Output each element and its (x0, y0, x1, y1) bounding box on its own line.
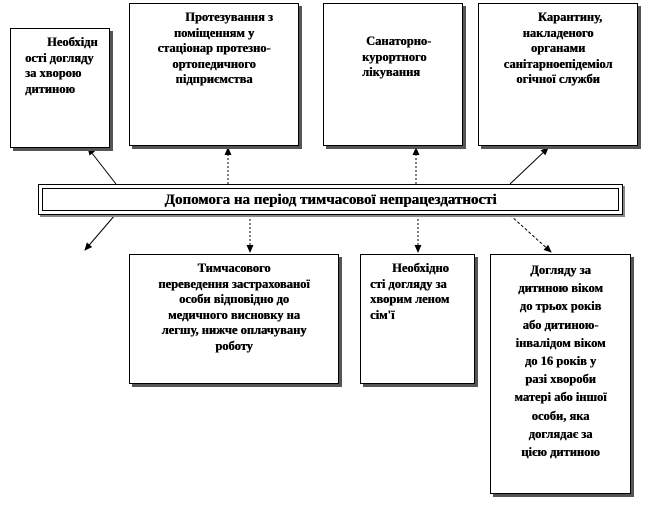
box-line: курортного (362, 49, 427, 64)
box-line: Необхідно (392, 261, 449, 275)
box-line: поміщенням у (173, 25, 255, 40)
box-line: Карантину, (537, 10, 603, 24)
box-line: огічної служби (516, 72, 600, 86)
box-line: інвалідом віком (515, 335, 606, 350)
arrow-to-child-care (87, 147, 117, 185)
box-line: лікування (362, 65, 420, 79)
box-line: разі хвороби (525, 372, 596, 387)
box-sanatorium: Санаторно- курортного лікування (323, 3, 463, 146)
box-line: легшу, нижче оплачувану (161, 323, 307, 337)
box-line: хворим леном (370, 292, 450, 306)
box-line: роботу (215, 338, 253, 353)
box-line: особи відповідно до (178, 292, 289, 306)
arrow-to-left-empty (84, 214, 116, 251)
box-line: за хворою (25, 66, 82, 80)
box-line: дитиною (25, 81, 75, 96)
box-child-care: Необхідн ості догляду за хворою дитиною (10, 28, 110, 148)
box-line: Тимчасового (197, 261, 271, 275)
box-line: особи, яка (531, 408, 590, 423)
box-line: Санаторно- (366, 34, 432, 48)
box-line: підприємства (175, 72, 253, 86)
box-line: Протезування з (185, 10, 273, 24)
box-line: органами (530, 41, 586, 55)
box-line: санітарноепідеміол (503, 56, 613, 71)
central-title: Допомога на період тимчасової непрацезда… (42, 188, 619, 211)
box-transfer: Тимчасового переведення застрахованої ос… (129, 254, 339, 384)
box-line: матері або іншої (514, 390, 607, 405)
box-line: сті догляду за (370, 276, 447, 291)
box-family-care: Необхідно сті догляду за хворим леном сі… (360, 254, 475, 384)
arrow-to-quarantine (509, 147, 549, 185)
box-line: Догляду за (530, 263, 591, 277)
central-box: Допомога на період тимчасової непрацезда… (38, 184, 623, 215)
box-line: ортопедичного (172, 56, 256, 71)
box-line: цією дитиною (521, 445, 600, 460)
box-line: або дитиною- (522, 317, 599, 332)
box-line: стаціонар протезно- (157, 41, 271, 55)
box-child-under-3: Догляду за дитиною віком до трьох років … (490, 254, 631, 494)
box-line: Необхідн (47, 35, 98, 49)
box-prosthetics: Протезування з поміщенням у стаціонар пр… (129, 3, 299, 146)
box-line: сім'ї (370, 307, 395, 322)
box-line: доглядає за (528, 426, 593, 441)
box-line: дитиною віком (518, 281, 603, 296)
box-line: переведення застрахованої (158, 276, 310, 291)
box-line: медичного висновку на (168, 307, 300, 322)
box-line: ості догляду (25, 50, 94, 65)
box-line: до 16 років у (524, 354, 597, 369)
arrow-to-child-under-3 (509, 214, 552, 253)
box-line: накладеного (522, 25, 594, 40)
box-quarantine: Карантину, накладеного органами санітарн… (478, 3, 638, 146)
box-line: до трьох років (519, 299, 602, 314)
